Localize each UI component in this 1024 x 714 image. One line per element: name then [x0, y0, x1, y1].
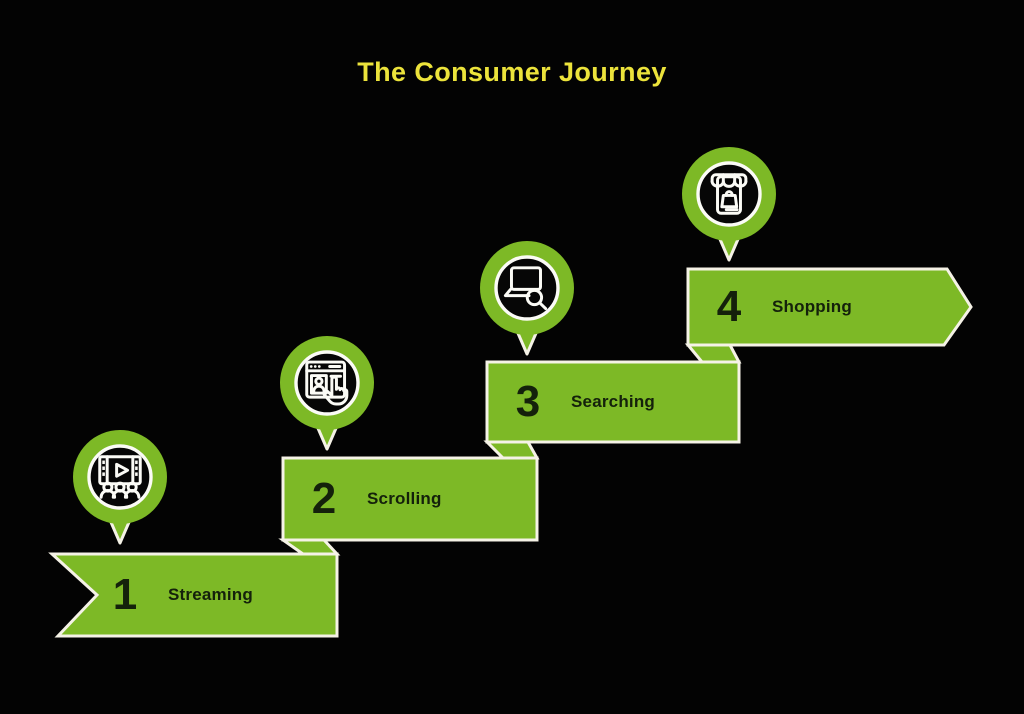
step-1-content: 1 Streaming	[112, 554, 253, 636]
mobile-store-icon	[710, 173, 748, 215]
ribbon-step-3	[485, 360, 741, 444]
step-number: 2	[311, 474, 337, 523]
step-number: 4	[716, 281, 742, 331]
step-label: Searching	[571, 392, 655, 411]
step-number: 1	[112, 570, 138, 619]
pin-step-4	[682, 147, 776, 262]
fold-step-4-to-3	[684, 343, 742, 364]
laptop-search-icon	[503, 266, 548, 311]
pin-step-2	[280, 336, 374, 451]
streaming-icon	[98, 455, 142, 499]
pin-step-3	[480, 241, 574, 356]
step-label: Shopping	[772, 296, 852, 316]
page-title: The Consumer Journey	[357, 57, 667, 87]
pin-step-1	[73, 430, 167, 545]
fold-step-3-to-2	[483, 440, 540, 460]
step-label: Scrolling	[367, 489, 442, 508]
step-2-content: 2 Scrolling	[311, 458, 442, 540]
step-4-content: 4 Shopping	[716, 268, 852, 345]
ribbon-step-1	[48, 552, 339, 638]
fold-step-2-to-1	[278, 538, 341, 556]
step-number: 3	[515, 377, 541, 426]
ribbon-step-4	[686, 267, 973, 347]
step-label: Streaming	[168, 585, 253, 604]
step-3-content: 3 Searching	[515, 362, 655, 442]
ribbon-step-2	[281, 456, 539, 542]
browser-tap-icon	[305, 360, 349, 406]
